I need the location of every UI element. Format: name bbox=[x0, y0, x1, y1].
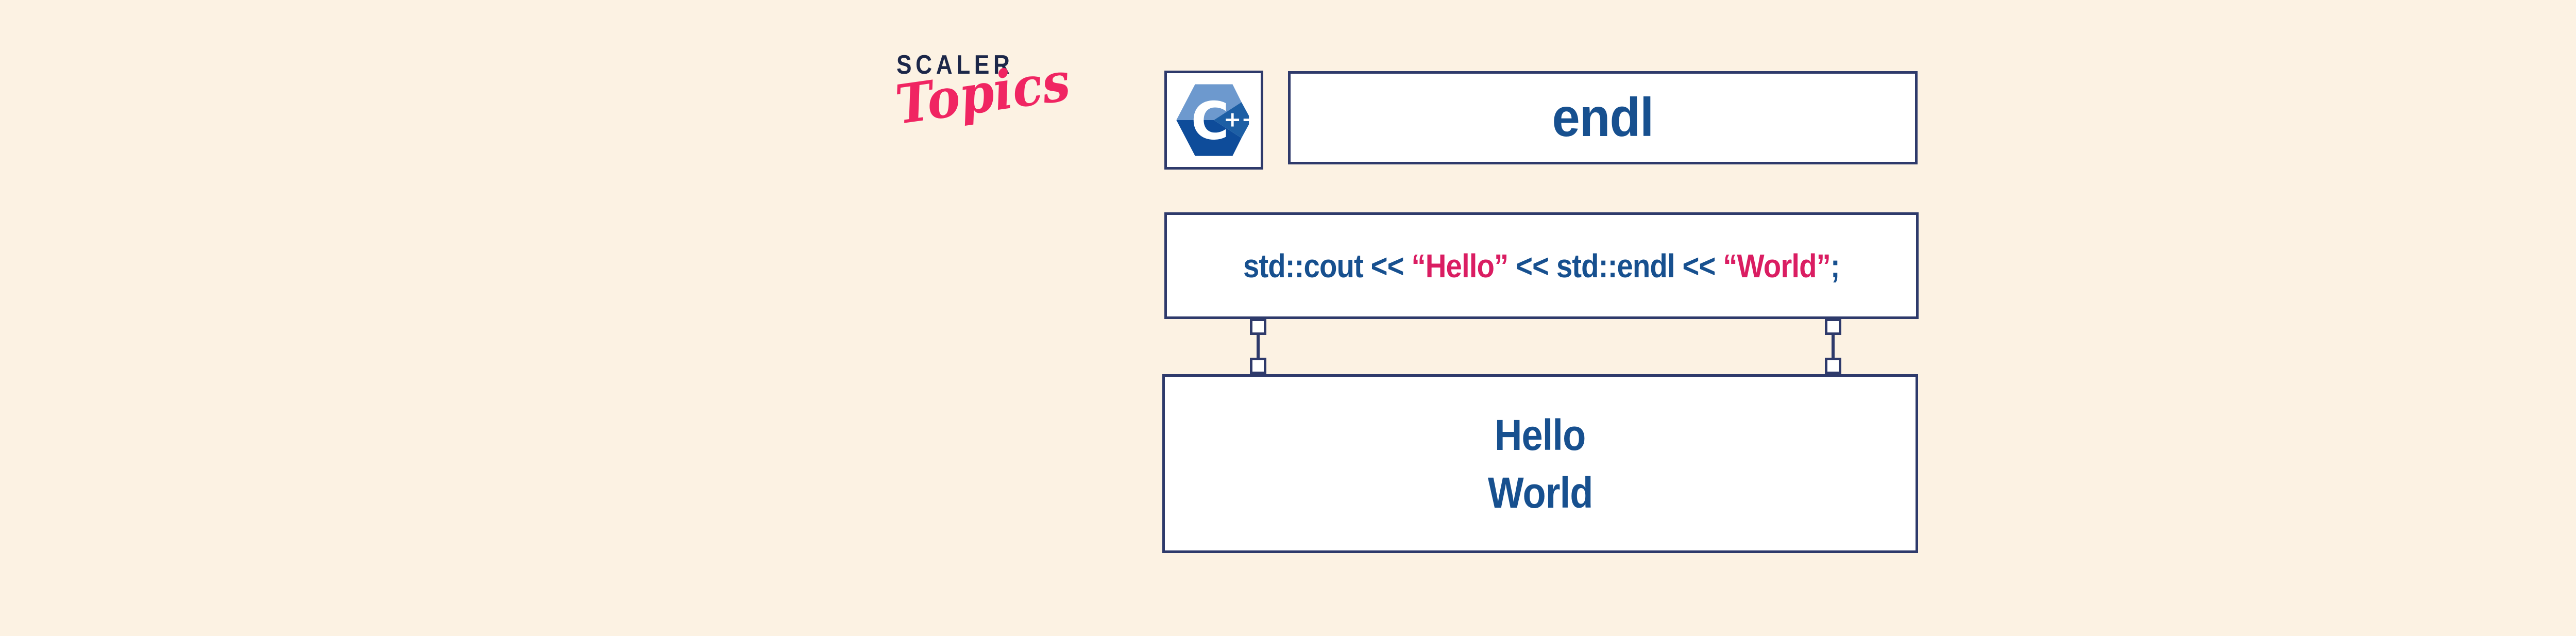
code-segment-cout: std::cout << bbox=[1243, 247, 1412, 284]
code-statement-text: std::cout << “Hello” << std::endl << “Wo… bbox=[1243, 247, 1840, 285]
output-box: Hello World bbox=[1162, 374, 1927, 561]
cpp-hexagon-light bbox=[1176, 84, 1242, 120]
connector-right-stem bbox=[1832, 335, 1835, 358]
output-line-world: World bbox=[1487, 468, 1594, 517]
cpp-letter-c: C bbox=[1191, 90, 1229, 151]
code-segment-endl: << std::endl << bbox=[1508, 247, 1723, 284]
code-segment-semicolon: ; bbox=[1831, 247, 1840, 284]
connector-left-bottom-pin bbox=[1250, 358, 1266, 374]
endl-title-box: endl bbox=[1288, 71, 1926, 172]
code-segment-world-string: “World” bbox=[1723, 247, 1831, 284]
connector-left-stem bbox=[1257, 335, 1260, 358]
connector-right-top-pin bbox=[1825, 319, 1841, 335]
endl-title-label: endl bbox=[1552, 87, 1654, 148]
connector-right bbox=[1825, 319, 1841, 374]
cpp-logo-icon: C ++ bbox=[1176, 84, 1255, 156]
cpp-icon-box: C ++ bbox=[1164, 71, 1272, 177]
cpp-plus-plus: ++ bbox=[1224, 107, 1255, 132]
cpp-hexagon-dark bbox=[1176, 120, 1242, 156]
code-segment-hello-string: “Hello” bbox=[1411, 247, 1509, 284]
scaler-topics-logo: SCALER Topics bbox=[891, 49, 1074, 137]
scaler-logo-text: SCALER bbox=[896, 50, 1014, 80]
connector-right-bottom-pin bbox=[1825, 358, 1841, 374]
connector-left bbox=[1250, 319, 1266, 374]
output-line-hello: Hello bbox=[1495, 410, 1586, 459]
connector-left-top-pin bbox=[1250, 319, 1266, 335]
code-statement-box: std::cout << “Hello” << std::endl << “Wo… bbox=[1164, 212, 1927, 327]
cpp-hexagon-medium bbox=[1214, 102, 1251, 138]
